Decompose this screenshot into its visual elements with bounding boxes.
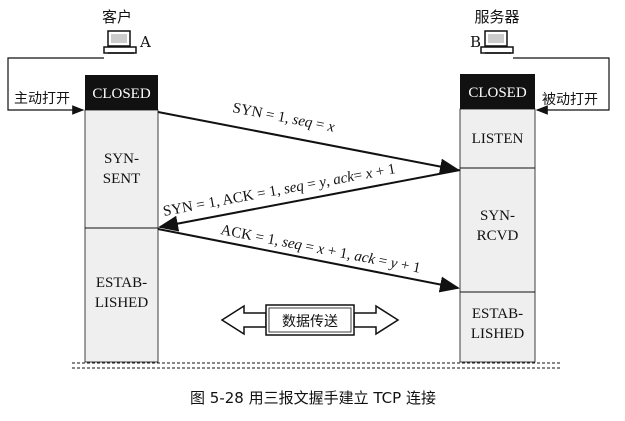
data-transfer-double-arrow-icon: [220, 304, 267, 336]
server-timeline: [459, 108, 536, 363]
client-title: 客户: [102, 8, 132, 26]
syn-message: SYN = 1, seq = x: [231, 100, 336, 136]
ack-arrow: [157, 228, 460, 293]
client-state-established-1: ESTAB-: [96, 275, 147, 291]
syn-arrow: [157, 111, 460, 175]
figure-caption: 图 5-28 用三报文握手建立 TCP 连接: [190, 389, 436, 407]
client-state-syn-sent-2: SENT: [103, 171, 141, 187]
syn-ack-message: SYN = 1, ACK = 1, seq = y, ack= x + 1: [162, 161, 397, 220]
client-computer-icon: [103, 30, 137, 54]
server-open-action: 被动打开: [542, 91, 598, 108]
server-state-established-1: ESTAB-: [472, 306, 523, 322]
server-closed-state: CLOSED: [468, 85, 527, 101]
server-title: 服务器: [474, 8, 519, 26]
server-open-loop: [513, 57, 610, 115]
client-closed-box: [85, 75, 158, 110]
server-state-syn-rcvd-1: SYN-: [480, 208, 515, 224]
server-state-listen: LISTEN: [472, 131, 524, 147]
server-label: B: [470, 33, 481, 51]
client-open-action: 主动打开: [14, 90, 70, 107]
client-open-loop: [7, 57, 104, 115]
data-transfer-label: 数据传送: [282, 314, 338, 330]
data-transfer-double-arrow-right-icon: [353, 304, 400, 336]
server-computer-icon: [480, 30, 514, 54]
client-state-established-2: LISHED: [95, 295, 148, 311]
ack-message: ACK = 1, seq = x + 1, ack = y + 1: [219, 222, 422, 276]
syn-ack-arrow: [158, 169, 461, 232]
server-state-syn-rcvd-2: RCVD: [477, 228, 519, 244]
client-closed-state: CLOSED: [92, 86, 151, 102]
client-timeline: [84, 109, 159, 363]
client-label: A: [139, 33, 151, 51]
server-closed-box: [460, 74, 535, 109]
client-state-syn-sent-1: SYN-: [104, 151, 139, 167]
data-transfer-box: [265, 304, 355, 336]
server-state-established-2: LISHED: [471, 326, 524, 342]
